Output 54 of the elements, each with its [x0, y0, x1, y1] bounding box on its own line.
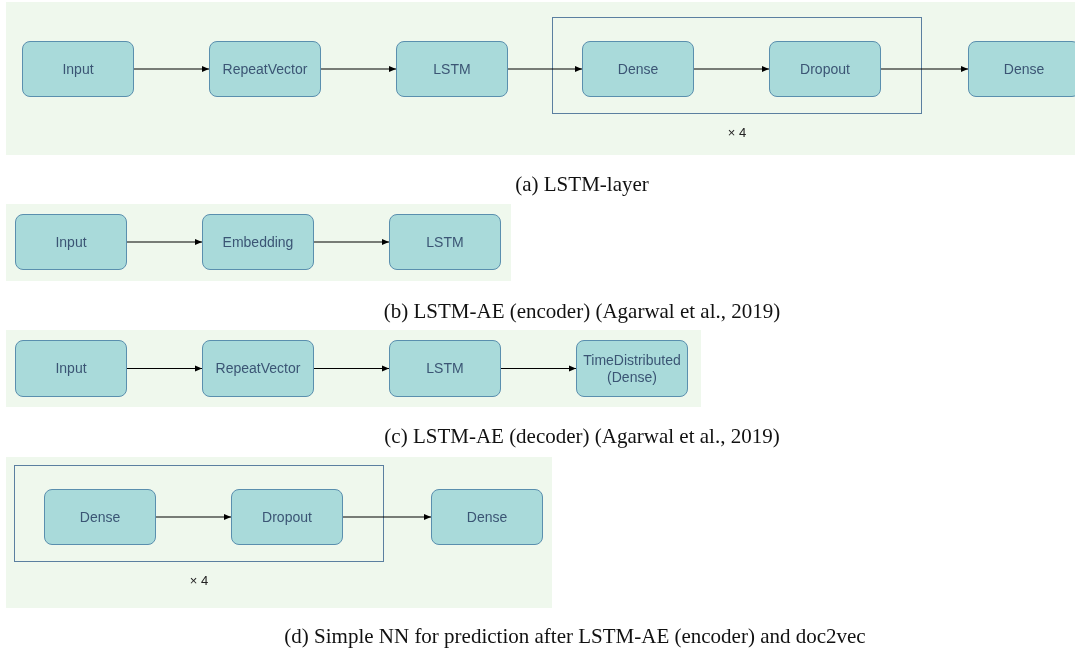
figure-caption: (a) LSTM-layer — [515, 171, 649, 199]
arrow — [155, 514, 232, 520]
figure-caption: (b) LSTM-AE (encoder) (Agarwal et al., 2019) — [383, 298, 781, 326]
layer-box — [582, 41, 694, 97]
layer-label: RepeatVector — [222, 60, 308, 78]
layer-box — [968, 41, 1075, 97]
layer-label: Dropout — [800, 60, 850, 78]
layer-label: RepeatVector — [215, 360, 301, 377]
layer-label: LSTM — [426, 360, 464, 377]
diagram-panel — [6, 2, 1075, 155]
figure-caption: (d) Simple NN for prediction after LSTM-AE (encoder) and doc2vec — [284, 623, 866, 651]
arrow — [500, 365, 577, 372]
layer-box — [389, 340, 501, 397]
layer-label: Dense — [79, 508, 121, 526]
layer-box — [769, 41, 881, 97]
layer-box — [44, 489, 156, 545]
arrow — [342, 514, 432, 520]
layer-box — [15, 340, 127, 397]
arrow — [320, 66, 397, 72]
arrow — [133, 66, 210, 72]
figure-caption: (c) LSTM-AE (decoder) (Agarwal et al., 2019) — [384, 423, 780, 451]
arrow — [313, 365, 390, 372]
layer-box — [15, 214, 127, 270]
diagram-panel — [6, 457, 552, 608]
layer-label: Dense — [1003, 60, 1045, 78]
layer-label: Dense — [617, 60, 659, 78]
layer-box — [576, 340, 688, 397]
diagram-panel — [6, 330, 701, 407]
arrow — [313, 239, 390, 245]
layer-box — [231, 489, 343, 545]
diagram-panel — [6, 204, 511, 281]
layer-box — [431, 489, 543, 545]
arrow — [507, 66, 583, 72]
repeat-count: × 4 — [727, 124, 747, 142]
layer-label: Dropout — [262, 508, 312, 526]
arrow — [880, 66, 969, 72]
layer-box — [202, 214, 314, 270]
layer-label: LSTM — [433, 60, 471, 78]
layer-box — [396, 41, 508, 97]
layer-label: Input — [55, 233, 87, 251]
arrow — [693, 66, 770, 72]
layer-label: Input — [62, 60, 94, 78]
layer-label: LSTM — [426, 233, 464, 251]
layer-label: Embedding — [222, 233, 294, 251]
layer-label: Dense — [466, 508, 508, 526]
layer-box — [209, 41, 321, 97]
arrow — [126, 239, 203, 245]
layer-label: Input — [55, 360, 87, 377]
layer-box — [389, 214, 501, 270]
layer-box — [202, 340, 314, 397]
repeat-count: × 4 — [189, 572, 209, 590]
arrow — [126, 365, 203, 372]
layer-box — [22, 41, 134, 97]
layer-label: TimeDistributed (Dense) — [582, 351, 682, 386]
